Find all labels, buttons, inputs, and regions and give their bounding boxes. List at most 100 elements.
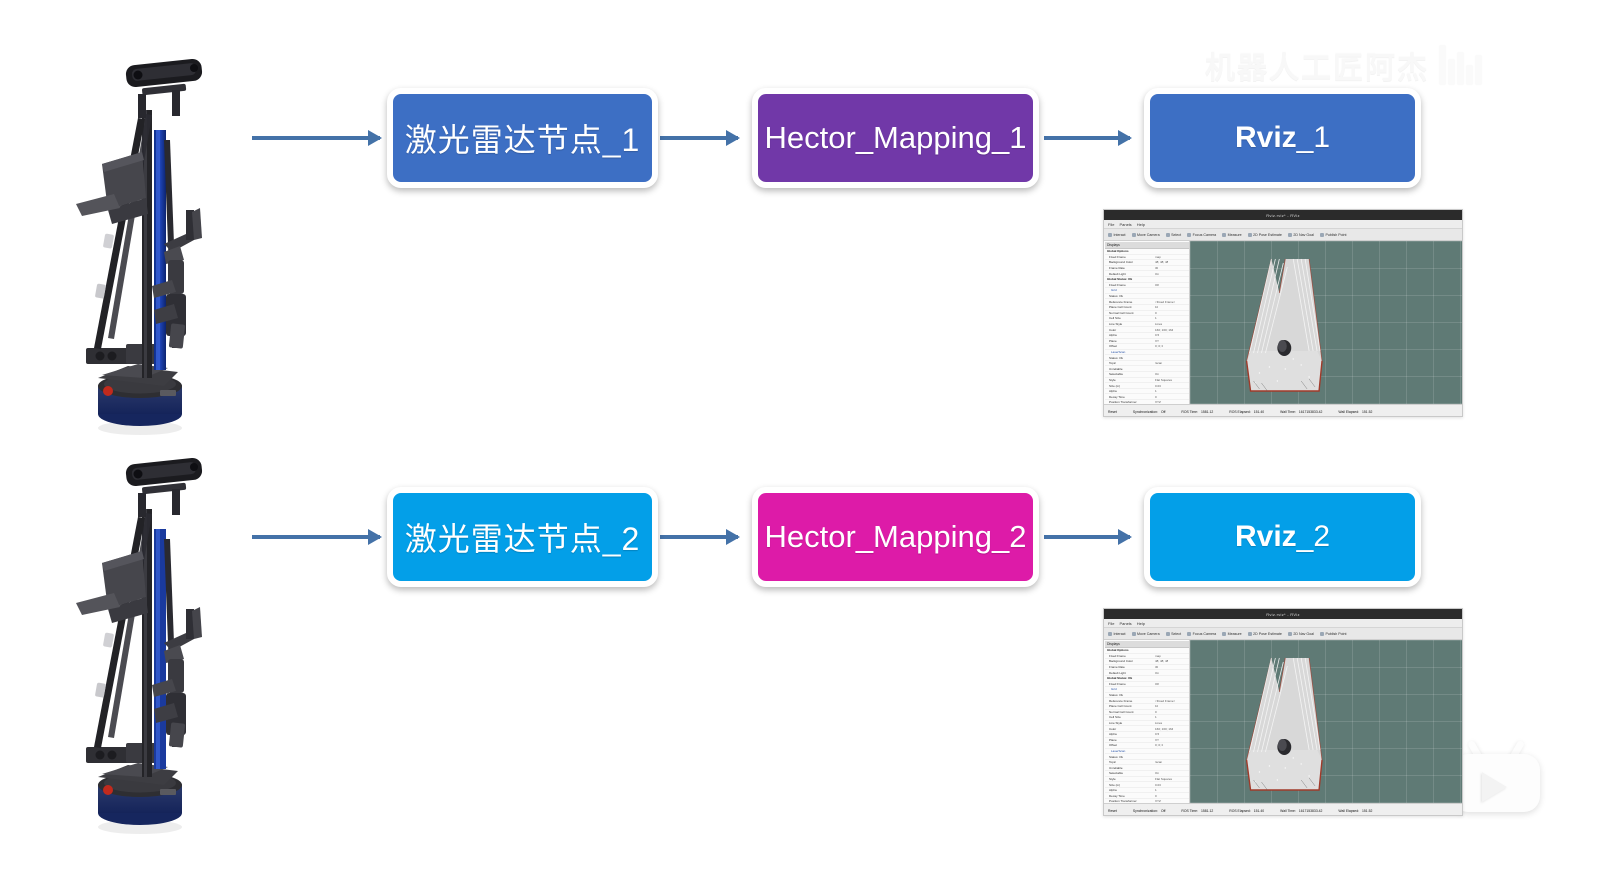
- menu-help[interactable]: Help: [1136, 221, 1145, 227]
- rviz-toolbar-2[interactable]: Interact Move Camera Select Focus Camera…: [1104, 628, 1462, 640]
- tool-measure[interactable]: Measure: [1222, 631, 1242, 636]
- rviz-3d-view-2[interactable]: [1190, 640, 1462, 803]
- tool-move-camera[interactable]: Move Camera: [1131, 631, 1160, 636]
- hector-node-1-box[interactable]: Hector_Mapping_1: [752, 88, 1039, 188]
- menu-file[interactable]: File: [1108, 221, 1115, 227]
- display-property-row[interactable]: Global Options: [1105, 648, 1189, 654]
- tool-focus-camera[interactable]: Focus Camera: [1187, 232, 1216, 237]
- rviz-screenshot-1[interactable]: Rviz.rviz* - RViz File Panels Help Inter…: [1103, 209, 1463, 417]
- display-property-row[interactable]: Topic/scan: [1105, 760, 1189, 766]
- tool-interact[interactable]: Interact: [1108, 631, 1126, 636]
- rviz-menubar-2[interactable]: File Panels Help: [1104, 619, 1462, 628]
- display-property-row[interactable]: Size (m)0.03: [1105, 782, 1189, 788]
- rviz-menubar-1[interactable]: File Panels Help: [1104, 220, 1462, 229]
- menu-help[interactable]: Help: [1136, 620, 1145, 626]
- lidar-node-1-box[interactable]: 激光雷达节点_1: [387, 88, 658, 188]
- rviz-toolbar-1[interactable]: Interact Move Camera Select Focus Camera…: [1104, 229, 1462, 241]
- display-property-row[interactable]: Grid: [1105, 288, 1189, 294]
- tool-pose-estimate[interactable]: 2D Pose Estimate: [1247, 232, 1282, 237]
- display-property-row[interactable]: Unreliable: [1105, 765, 1189, 772]
- display-property-key: Decay Time: [1109, 394, 1125, 399]
- tool-select[interactable]: Select: [1165, 232, 1181, 237]
- tool-pose-estimate[interactable]: 2D Pose Estimate: [1247, 631, 1282, 636]
- display-property-row[interactable]: Size (m)0.03: [1105, 383, 1189, 389]
- tool-nav-goal[interactable]: 2D Nav Goal: [1287, 232, 1314, 237]
- hector-node-2-box[interactable]: Hector_Mapping_2: [752, 487, 1039, 587]
- lidar-node-2-box[interactable]: 激光雷达节点_2: [387, 487, 658, 587]
- status-reset[interactable]: Reset: [1108, 410, 1117, 414]
- display-property-row[interactable]: Topic/scan: [1105, 361, 1189, 367]
- tool-interact[interactable]: Interact: [1108, 232, 1126, 237]
- tool-publish-point[interactable]: Publish Point: [1319, 232, 1346, 237]
- menu-panels[interactable]: Panels: [1119, 221, 1132, 227]
- tool-publish-point[interactable]: Publish Point: [1319, 631, 1346, 636]
- display-property-row[interactable]: Status: Ok: [1105, 294, 1189, 300]
- display-property-row[interactable]: Status: Ok: [1105, 693, 1189, 699]
- rviz-screenshot-2[interactable]: Rviz.rviz* - RViz File Panels Help Inter…: [1103, 608, 1463, 816]
- rviz-3d-view-1[interactable]: [1190, 241, 1462, 404]
- display-property-row[interactable]: LaserScan: [1105, 749, 1189, 755]
- rviz-node-2-box[interactable]: Rviz_2: [1144, 487, 1421, 587]
- publish-point-icon: [1319, 232, 1324, 237]
- tool-select[interactable]: Select: [1165, 631, 1181, 636]
- tool-measure[interactable]: Measure: [1222, 232, 1242, 237]
- display-property-row[interactable]: Reference Frame<Fixed Frame>: [1105, 299, 1189, 305]
- display-property-row[interactable]: Reference Frame<Fixed Frame>: [1105, 698, 1189, 704]
- display-property-row[interactable]: Global Status: Ok: [1105, 277, 1189, 283]
- menu-file[interactable]: File: [1108, 620, 1115, 626]
- display-property-row[interactable]: Status: Ok: [1105, 754, 1189, 760]
- display-property-row[interactable]: Grid: [1105, 687, 1189, 693]
- menu-panels[interactable]: Panels: [1119, 620, 1132, 626]
- display-property-row[interactable]: LaserScan: [1105, 350, 1189, 356]
- tool-nav-goal[interactable]: 2D Nav Goal: [1287, 631, 1314, 636]
- tool-focus-camera[interactable]: Focus Camera: [1187, 631, 1216, 636]
- display-property-row[interactable]: Global Options: [1105, 249, 1189, 255]
- rviz-node-1-box[interactable]: Rviz_1: [1144, 88, 1421, 188]
- display-property-row[interactable]: Unreliable: [1105, 366, 1189, 373]
- display-property-row[interactable]: Status: Ok: [1105, 355, 1189, 361]
- tool-move-camera[interactable]: Move Camera: [1131, 232, 1160, 237]
- display-property-row[interactable]: Global Status: Ok: [1105, 676, 1189, 682]
- status-reset[interactable]: Reset: [1108, 809, 1117, 813]
